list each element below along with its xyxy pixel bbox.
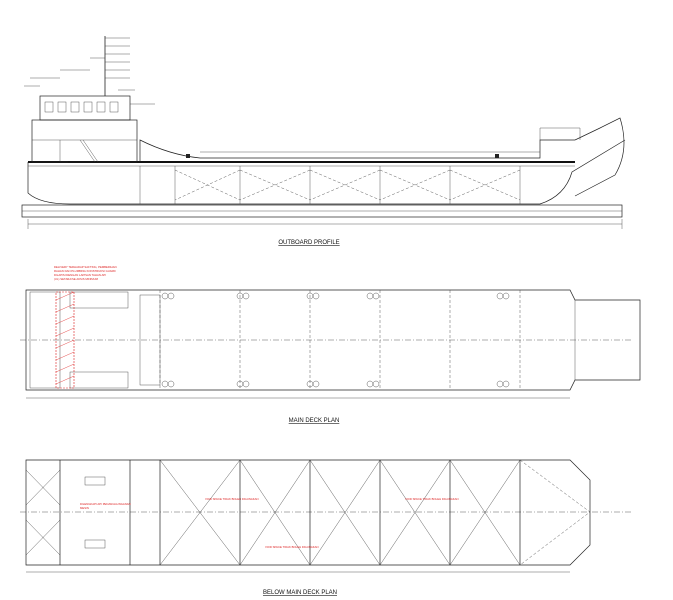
svg-text:RAHAN DAN PLUMBING KONSTRUKSI: RAHAN DAN PLUMBING KONSTRUKSI GUARD — [54, 269, 116, 273]
below-main-deck-plan: DILENGKAPI API PENANGGUNGANAN MESIN VOID… — [20, 459, 632, 596]
outboard-profile-title: OUTBOARD PROFILE — [278, 240, 339, 246]
main-deck-note: DELIVERY TERHADAP SAFTING, PEMBERIHAN RA… — [54, 265, 117, 281]
below-deck-outline — [25, 459, 591, 566]
below-deck-note-1: DILENGKAPI API PENANGGUNGANAN — [80, 502, 131, 506]
below-deck-note-3: VOID SPACE TIDAK BOLEH DIGUNAKAN — [405, 497, 459, 501]
below-deck-note-1b: MESIN — [80, 506, 89, 510]
svg-text:(UL) SETARA/SE AKSIS MINIMUM: (UL) SETARA/SE AKSIS MINIMUM — [54, 277, 99, 281]
outboard-profile: OUTBOARD PROFILE — [21, 36, 626, 246]
below-deck-note-4: VOID SPACE TIDAK BOLEH DIGUNAKAN — [265, 545, 319, 549]
bow-ramp — [574, 117, 625, 197]
superstructure — [31, 95, 138, 163]
svg-text:DELIVERY TERHADAP SAFTING, PEM: DELIVERY TERHADAP SAFTING, PEMBERIHAN — [54, 265, 117, 269]
main-deck-plan: DELIVERY TERHADAP SAFTING, PEMBERIHAN RA… — [20, 265, 641, 424]
below-deck-note-2: VOID SPACE TIDAK BOLEH DIGUNAKAN — [205, 497, 259, 501]
hull-outline — [27, 139, 626, 205]
main-deck-plan-title: MAIN DECK PLAN — [289, 418, 340, 424]
svg-text:DILAPISI DENGAN LAPISAN TAHAN: DILAPISI DENGAN LAPISAN TAHAN API — [54, 273, 106, 277]
below-main-deck-plan-title: BELOW MAIN DECK PLAN — [263, 590, 337, 596]
